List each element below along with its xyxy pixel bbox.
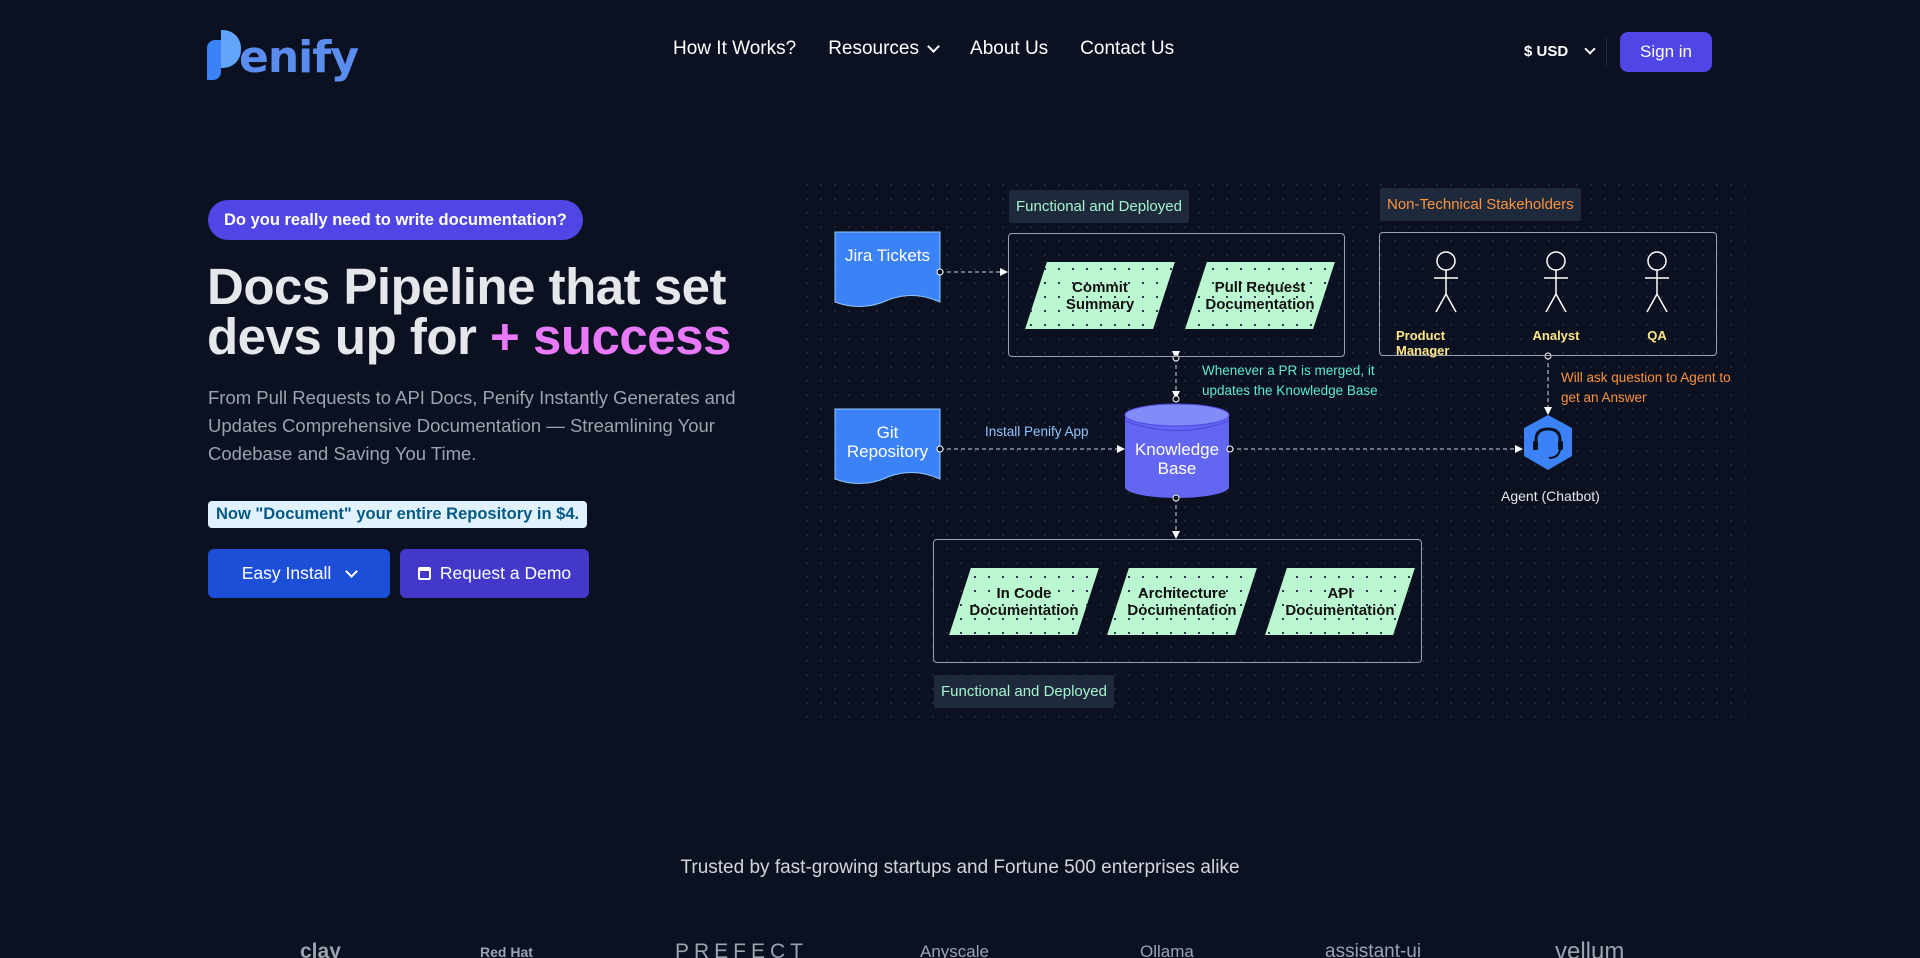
kb-cylinder [1124,403,1230,498]
git-repository-node: Git Repository [835,409,940,461]
top-group-box [1008,233,1345,357]
nav-about-us[interactable]: About Us [970,38,1048,60]
actor-label: QA [1647,328,1667,343]
currency-label: $ USD [1524,43,1569,60]
kb-label: Knowledge Base [1134,440,1220,478]
agent-chatbot-label: Agent (Chatbot) [1501,488,1600,504]
hero-title: Docs Pipeline that set devs up for + suc… [207,261,731,365]
actor-qa: QA [1607,328,1707,343]
logo-mark-icon [207,30,241,82]
brand-logo-assistant-ui: assistant-ui [1325,941,1422,958]
request-demo-button[interactable]: Request a Demo [400,549,589,598]
stakeholders-box [1379,232,1717,356]
nav-label: Resources [828,38,920,59]
sign-in-button[interactable]: Sign in [1620,32,1712,72]
headset-icon [1524,415,1572,470]
install-label: Easy Install [241,563,332,583]
chevron-down-icon [1584,43,1596,55]
diagram-connectors [834,231,1669,539]
in-code-doc-node: In Code Documentation [960,568,1088,635]
jira-doc-shape [834,231,941,307]
hero-pill: Do you really need to write documentatio… [208,200,583,240]
brand-logo-ollama: Ollama [1140,942,1194,958]
nav-resources[interactable]: Resources [828,38,940,60]
node-label: Pull Request Documentation [1205,278,1315,313]
nav-label: About Us [970,38,1049,59]
commit-summary-node: Commit Summary [1036,262,1164,329]
demo-label: Request a Demo [439,563,572,583]
title-plus: + [490,308,520,365]
knowledge-base-node: Knowledge Base [1125,440,1229,478]
brand-logo-clay: clay [300,940,341,958]
pipeline-diagram: Functional and Deployed Non-Technical St… [800,178,1745,723]
pricing-note: Now "Document" your entire Repository in… [208,501,588,528]
trusted-heading: Trusted by fast-growing startups and For… [680,857,1240,878]
penify-logo[interactable]: enify [207,22,359,83]
nav-label: Contact Us [1080,38,1175,59]
jira-tickets-node: Jira Tickets [835,232,940,265]
brand-logo-prefect: PREFECT [675,940,809,958]
nav-label: How It Works? [673,38,797,59]
chevron-down-icon [345,564,359,578]
pr-documentation-node: Pull Request Documentation [1196,262,1324,329]
nav-contact-us[interactable]: Contact Us [1080,38,1174,60]
main-nav: How It Works? Resources About Us Contact… [673,38,1174,60]
hero-subtitle: From Pull Requests to API Docs, Penify I… [208,387,736,464]
brand-logo-anyscale: Anyscale [920,942,989,958]
nav-how-it-works[interactable]: How It Works? [673,38,796,60]
actor-figures [1434,251,1669,313]
jira-label: Jira Tickets [844,246,931,265]
api-doc-node: API Documentation [1276,568,1404,635]
title-line-1: Docs Pipeline that set [207,258,726,315]
bottom-group-tag: Functional and Deployed [934,675,1114,708]
actor-analyst: Analyst [1506,328,1606,343]
git-label: Git Repository [846,423,929,461]
actor-label: Product Manager [1396,328,1450,358]
easy-install-button[interactable]: Easy Install [208,549,390,598]
actor-product-manager: Product Manager [1396,328,1496,358]
brand-logo-redhat: Red Hat [480,944,533,958]
top-group-tag: Functional and Deployed [1009,190,1189,223]
header-divider [1606,38,1607,66]
bottom-group-box [933,539,1422,663]
ask-note: Will ask question to Agent to get an Ans… [1561,370,1731,405]
install-edge-label: Install Penify App [985,424,1089,439]
node-label: API Documentation [1285,584,1395,619]
chevron-down-icon [927,40,940,53]
title-line-2: devs up for [207,308,491,365]
merge-note: Whenever a PR is merged, it updates the … [1202,363,1378,398]
node-label: Architecture Documentation [1127,584,1237,619]
stakeholders-tag: Non-Technical Stakeholders [1380,188,1581,221]
git-doc-shape [834,408,941,484]
logo-strip: clay Red Hat PREFECT Anyscale Ollama ass… [0,940,1920,958]
calendar-icon [417,567,431,580]
logo-text: enify [239,32,359,83]
brand-logo-vellum: vellum [1555,940,1625,958]
architecture-doc-node: Architecture Documentation [1118,568,1246,635]
actor-label: Analyst [1532,328,1580,343]
title-highlight: success [533,308,731,365]
node-label: In Code Documentation [969,584,1079,619]
currency-selector[interactable]: $ USD [1524,43,1596,60]
node-label: Commit Summary [1065,278,1135,313]
